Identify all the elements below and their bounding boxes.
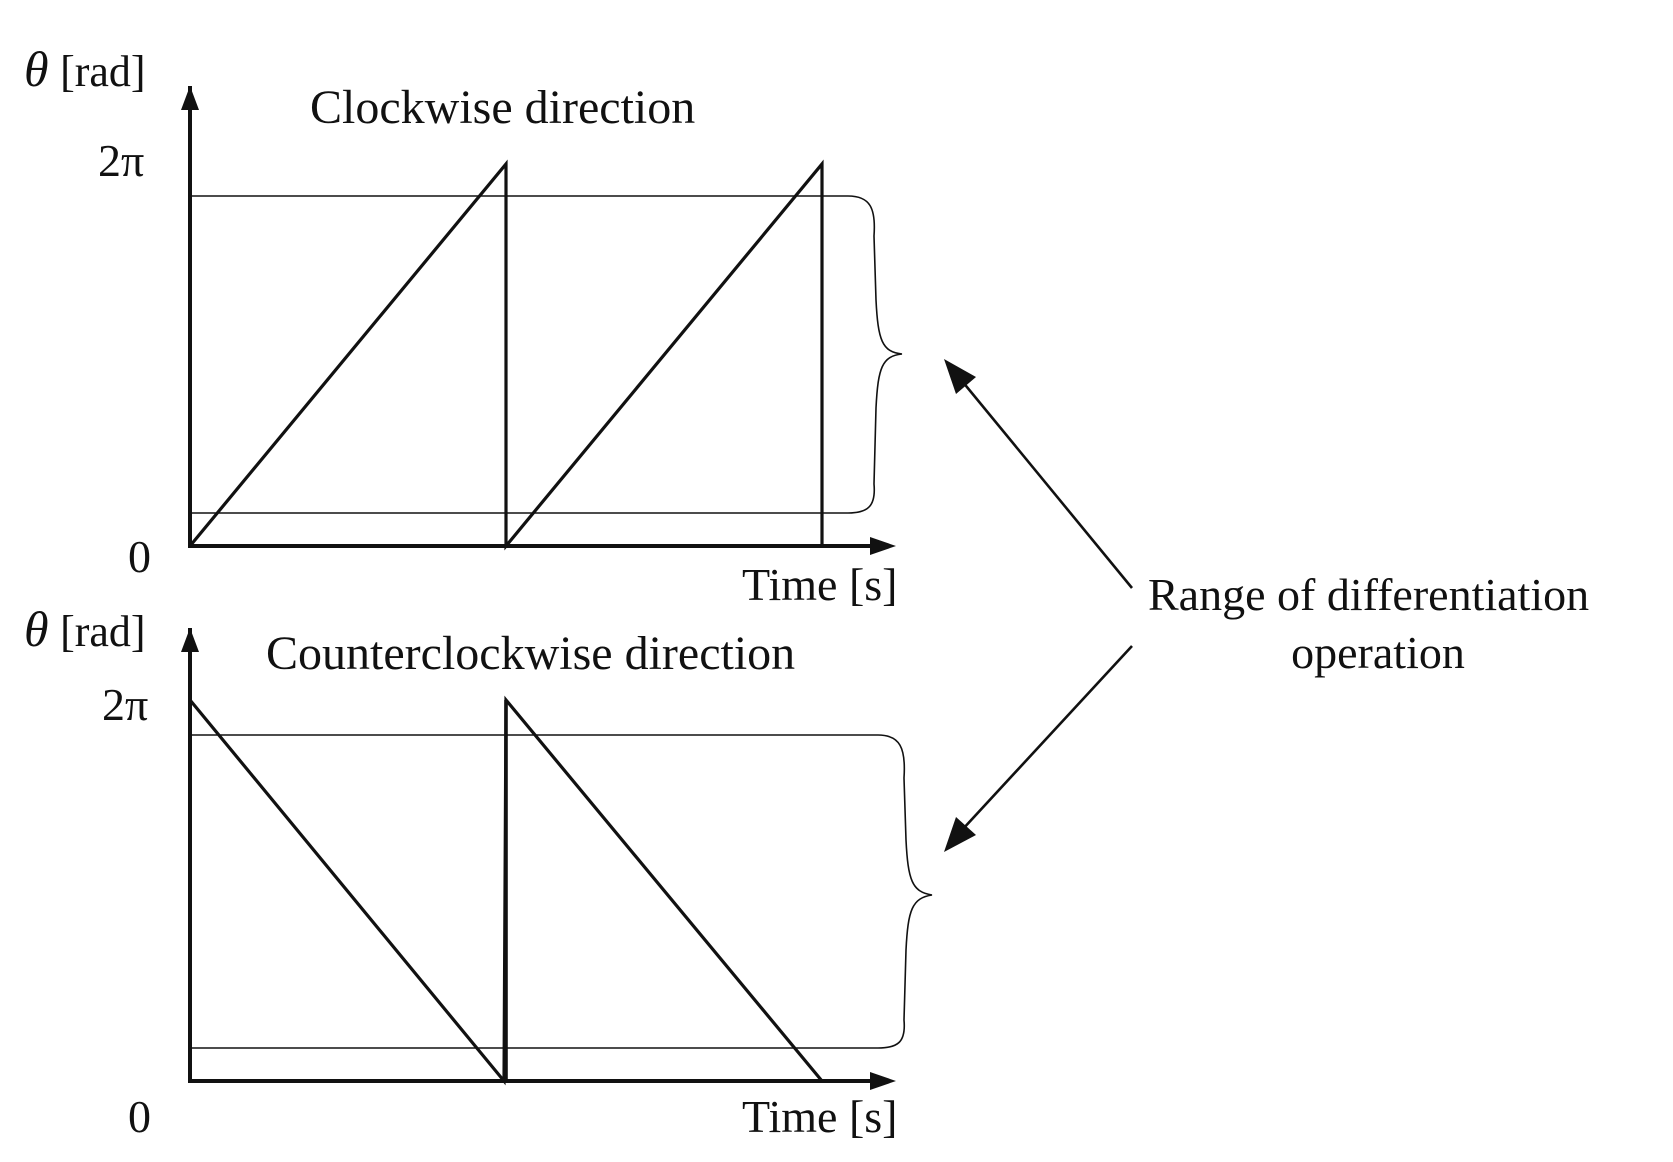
annotation-arrow-to-top-brace	[960, 380, 1134, 589]
top-y-tick-2pi: 2π	[98, 135, 145, 186]
top-y-tick-0: 0	[128, 531, 151, 582]
top-x-arrowhead	[870, 537, 896, 555]
bottom-y-axis-unit: [rad]	[60, 607, 146, 656]
annotation-arrow-to-bottom-brace	[961, 645, 1133, 831]
bottom-panel-title: Counterclockwise direction	[266, 627, 796, 680]
bottom-panel-graph	[181, 628, 933, 1090]
top-panel-title: Clockwise direction	[310, 81, 696, 134]
top-x-axis-label: Time [s]	[742, 559, 898, 610]
bottom-y-axis-symbol: θ	[24, 601, 49, 657]
bottom-y-tick-0: 0	[128, 1091, 151, 1142]
bottom-x-axis-label: Time [s]	[742, 1091, 898, 1142]
annotation-arrowhead-bottom	[944, 817, 976, 852]
annotation-text-line-1: Range of differentiation	[1148, 569, 1590, 620]
top-y-arrowhead	[181, 86, 199, 110]
top-sawtooth-waveform	[188, 159, 824, 551]
top-y-axis-label: θ [rad]	[24, 44, 146, 94]
annotation-arrowhead-top	[944, 359, 976, 394]
top-range-brace	[847, 195, 903, 514]
top-panel-graph	[181, 86, 903, 555]
annotation-arrows	[944, 359, 1134, 852]
bottom-y-axis-label: θ [rad]	[24, 604, 146, 654]
top-y-axis-unit: [rad]	[60, 47, 146, 96]
bottom-x-arrowhead	[870, 1072, 896, 1090]
annotation-text-line-2: operation	[1291, 627, 1465, 678]
bottom-y-arrowhead	[181, 628, 199, 652]
bottom-y-tick-2pi: 2π	[102, 679, 149, 730]
top-y-axis-symbol: θ	[24, 41, 49, 97]
bottom-range-brace	[877, 734, 933, 1049]
